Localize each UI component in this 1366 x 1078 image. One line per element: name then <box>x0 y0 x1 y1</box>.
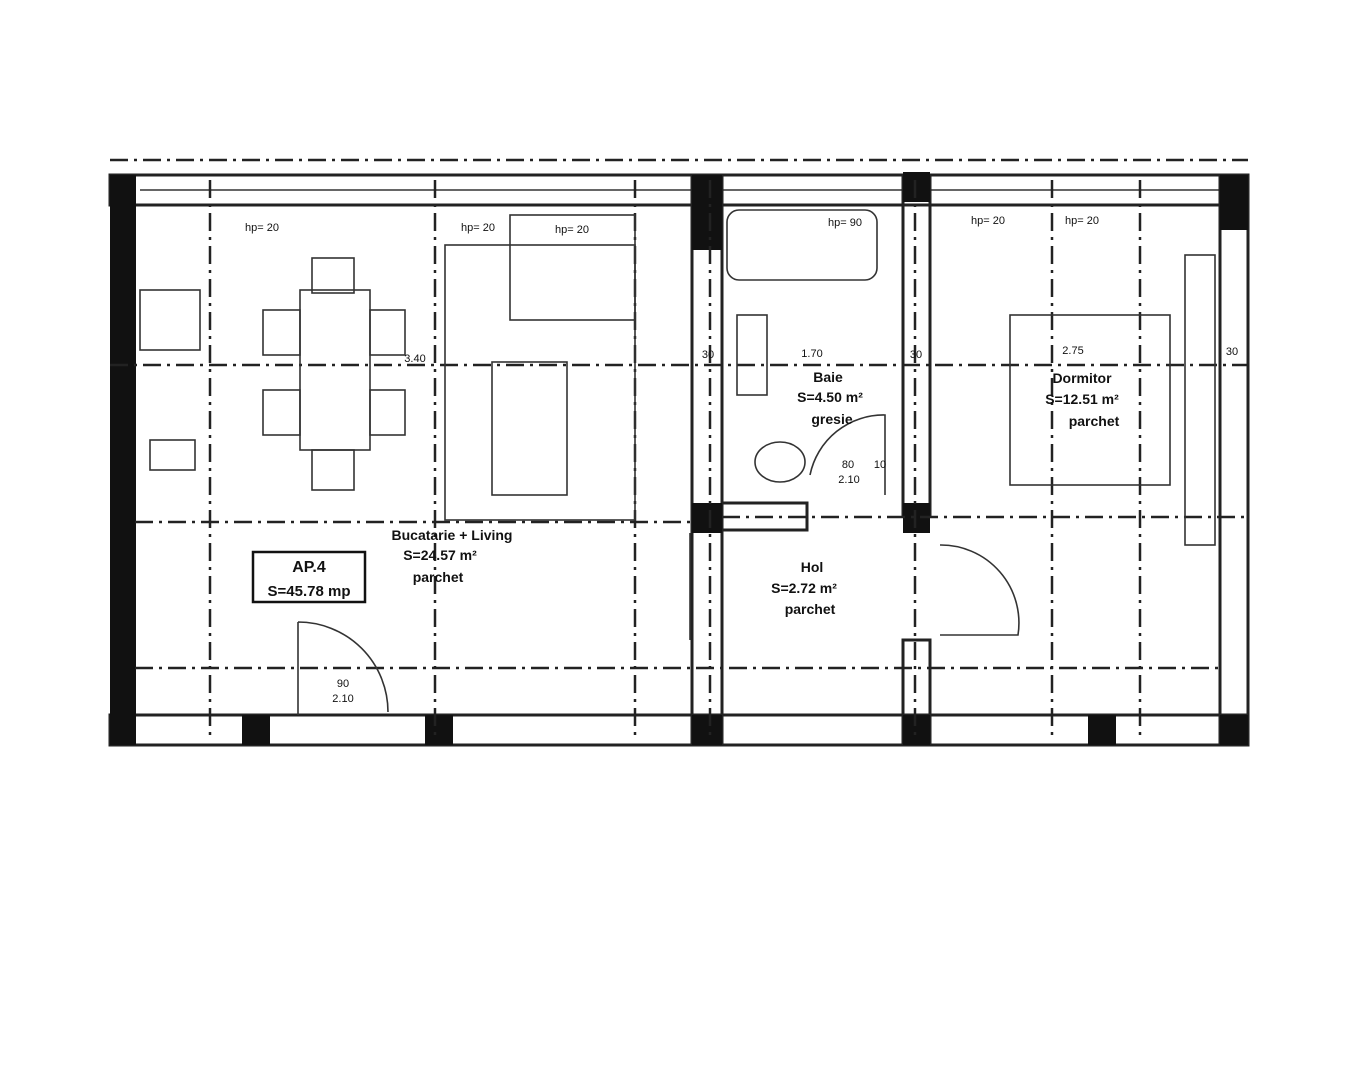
room-name: Hol <box>801 559 824 575</box>
window-sill-label: hp= 20 <box>555 224 589 236</box>
dining-table <box>299 289 371 451</box>
column <box>1088 715 1116 745</box>
sofa <box>444 244 636 521</box>
chair <box>311 257 355 294</box>
apartment-name: AP.4 <box>292 559 326 576</box>
chair <box>369 389 406 436</box>
dimension-label: 3.40 <box>404 353 425 365</box>
column <box>1220 715 1248 745</box>
window-sill-label: hp= 20 <box>461 222 495 234</box>
dimension-label: 2.75 <box>1062 345 1083 357</box>
room-area: S=24.57 m² <box>403 547 477 563</box>
wall-living-bath <box>690 173 724 747</box>
window-sill-label: hp= 20 <box>1065 215 1099 227</box>
room-floor: parchet <box>785 601 836 617</box>
chair <box>262 309 301 356</box>
apartment-label-box <box>251 550 367 604</box>
dimension-label: 2.10 <box>838 474 859 486</box>
washbasin <box>736 314 768 396</box>
wardrobe <box>1184 254 1216 546</box>
dimension-label: 30 <box>910 349 922 361</box>
room-name: Baie <box>813 369 843 385</box>
bath-door-swing <box>809 414 886 495</box>
room-area: S=12.51 m² <box>1045 391 1119 407</box>
stove <box>149 439 196 471</box>
column <box>692 715 722 745</box>
sink <box>139 289 201 351</box>
window-sill-label: hp= 20 <box>245 222 279 234</box>
bed <box>1009 314 1171 486</box>
column <box>242 715 270 745</box>
entry-door-swing <box>297 621 389 715</box>
column <box>903 172 930 202</box>
coffee-table <box>491 361 568 496</box>
column <box>903 715 930 745</box>
dimension-label: 10 <box>874 459 886 471</box>
room-floor: parchet <box>1069 413 1120 429</box>
dimension-label: 1.70 <box>801 348 822 360</box>
apartment-area: S=45.78 mp <box>268 583 351 600</box>
left-exterior-wall <box>110 175 136 745</box>
dimension-label: 80 <box>842 459 854 471</box>
sofa-cushion <box>509 214 636 321</box>
bathtub <box>726 209 878 281</box>
dimension-label: 2.10 <box>332 693 353 705</box>
room-area: S=2.72 m² <box>771 580 837 596</box>
room-name: Dormitor <box>1052 370 1112 386</box>
window-sill-label: hp= 20 <box>971 215 1005 227</box>
room-name: Bucatarie + Living <box>392 527 513 543</box>
column <box>692 175 722 250</box>
dimension-label: 90 <box>337 678 349 690</box>
chair <box>369 309 406 356</box>
chair <box>262 389 301 436</box>
chair <box>311 449 355 491</box>
toilet <box>754 441 806 483</box>
dimension-label: 30 <box>1226 346 1238 358</box>
right-exterior-wall <box>1218 173 1250 747</box>
room-area: S=4.50 m² <box>797 389 863 405</box>
room-floor: gresie <box>811 411 852 427</box>
bottom-exterior-wall <box>108 713 1250 747</box>
window-sill-label: hp= 90 <box>828 217 862 229</box>
room-floor: parchet <box>413 569 464 585</box>
column <box>425 715 453 745</box>
wall-bath-bedroom <box>901 173 932 517</box>
dimension-label: 30 <box>702 349 714 361</box>
column <box>692 503 722 533</box>
column <box>1220 175 1248 230</box>
bedroom-door-swing <box>939 544 1020 636</box>
